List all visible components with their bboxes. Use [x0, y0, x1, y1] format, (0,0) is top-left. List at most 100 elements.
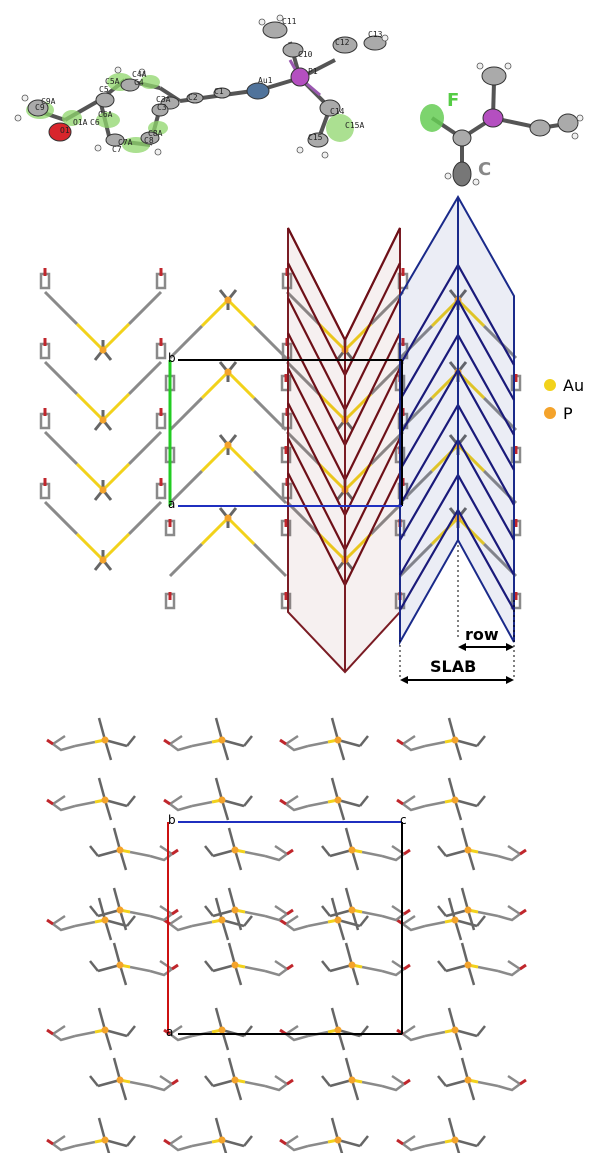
panel-a-inset: F C	[420, 62, 584, 187]
inset-phosphorus-atom	[482, 108, 504, 128]
projection-molecule	[437, 1057, 527, 1101]
projection-molecule	[46, 1117, 136, 1153]
hydrogen-atoms	[14, 14, 389, 159]
inset-label-c: C	[478, 159, 491, 180]
slab-arrowhead-right	[506, 676, 514, 684]
ortep-bonds	[34, 41, 336, 147]
panel-c-molecules	[46, 717, 527, 1153]
cell-label-b: b	[168, 351, 176, 365]
label-o1a: O1A	[73, 118, 88, 127]
projection-molecule	[321, 887, 411, 931]
label-c8: C8	[144, 136, 154, 145]
projection-molecule	[204, 1057, 294, 1101]
panel-b-unit-cell: b a	[168, 351, 403, 511]
projection-molecule	[437, 942, 527, 986]
label-c6: C6	[90, 118, 100, 127]
label-c7a: C7A	[118, 138, 133, 147]
panel-c-packing: b c a	[46, 717, 527, 1153]
ortep-atom-labels: C11 C12 C13 C10 P1 Au1 C1 C2 C3A C3 C4A …	[35, 17, 383, 154]
packing-molecule	[39, 268, 167, 361]
cell-c-label-b: b	[168, 813, 176, 827]
inset-carbon-4	[529, 119, 551, 137]
projection-molecule	[396, 1007, 486, 1051]
blue-slab	[399, 194, 515, 646]
projection-molecule	[396, 777, 486, 821]
panel-b-packing: b a row SLAB Au P	[39, 194, 584, 684]
projection-molecule	[46, 897, 136, 941]
projection-molecule	[437, 827, 527, 871]
label-c3: C3	[157, 103, 167, 112]
projection-molecule	[279, 1007, 369, 1051]
label-c8a: C8A	[148, 129, 163, 138]
projection-molecule	[89, 827, 179, 871]
ortep-atoms	[27, 21, 387, 148]
row-label: row	[465, 625, 499, 644]
projection-molecule	[46, 777, 136, 821]
label-c4a: C4A	[132, 70, 147, 79]
packing-molecule	[164, 507, 292, 610]
projection-molecule	[321, 942, 411, 986]
legend-p-label: P	[563, 404, 573, 423]
inset-fluorine-atom	[420, 104, 444, 132]
inset-carbon-1	[481, 66, 507, 86]
slab-label: SLAB	[430, 657, 476, 676]
legend-au-marker	[544, 379, 556, 391]
slab-arrowhead-left	[400, 676, 408, 684]
projection-molecule	[279, 1117, 369, 1153]
panel-a-ortep: C11 C12 C13 C10 P1 Au1 C1 C2 C3A C3 C4A …	[14, 14, 389, 159]
projection-molecule	[396, 897, 486, 941]
label-c2: C2	[188, 93, 198, 102]
cell-c-label-c: c	[400, 813, 407, 827]
inset-label-f: F	[447, 90, 459, 111]
legend-au-label: Au	[563, 376, 584, 395]
red-slab	[287, 227, 401, 674]
label-c15: C15	[308, 133, 323, 142]
label-c13: C13	[368, 30, 383, 39]
projection-molecule	[89, 887, 179, 931]
legend-p-marker	[544, 407, 556, 419]
projection-molecule	[89, 942, 179, 986]
projection-molecule	[46, 717, 136, 761]
label-o1: O1	[60, 126, 70, 135]
label-c7: C7	[112, 145, 122, 154]
projection-molecule	[163, 717, 253, 761]
projection-molecule	[321, 1057, 411, 1101]
label-p1: P1	[308, 67, 318, 76]
legend: Au P	[544, 376, 584, 423]
label-au1: Au1	[258, 76, 273, 85]
packing-molecule	[164, 361, 292, 464]
label-c11: C11	[282, 17, 297, 26]
projection-molecule	[279, 777, 369, 821]
label-c5a: C5A	[105, 77, 120, 86]
projection-molecule	[279, 717, 369, 761]
cell-label-a: a	[168, 497, 175, 511]
inset-carbon-2	[452, 129, 472, 147]
label-c12: C12	[335, 38, 350, 47]
label-c6a: C6A	[98, 110, 113, 119]
packing-molecule	[164, 434, 292, 537]
projection-molecule	[396, 717, 486, 761]
label-c9: C9	[35, 103, 45, 112]
projection-molecule	[163, 1117, 253, 1153]
projection-molecule	[396, 1117, 486, 1153]
projection-molecule	[46, 1007, 136, 1051]
label-c9a: C9A	[41, 97, 56, 106]
label-c15a: C15A	[345, 121, 364, 130]
projection-molecule	[437, 887, 527, 931]
label-c1: C1	[214, 87, 224, 96]
packing-molecule	[39, 338, 167, 431]
projection-molecule	[163, 1007, 253, 1051]
cell-c-label-a: a	[166, 1025, 173, 1039]
packing-molecule	[39, 408, 167, 501]
inset-carbon-3	[452, 161, 472, 187]
label-c14: C14	[330, 107, 345, 116]
dimension-markers: row SLAB	[399, 545, 515, 684]
projection-molecule	[89, 1057, 179, 1101]
inset-hydrogens	[444, 62, 584, 186]
projection-molecule	[204, 827, 294, 871]
projection-molecule	[204, 887, 294, 931]
projection-molecule	[321, 827, 411, 871]
projection-molecule	[204, 942, 294, 986]
label-c3a: C3A	[156, 95, 171, 104]
